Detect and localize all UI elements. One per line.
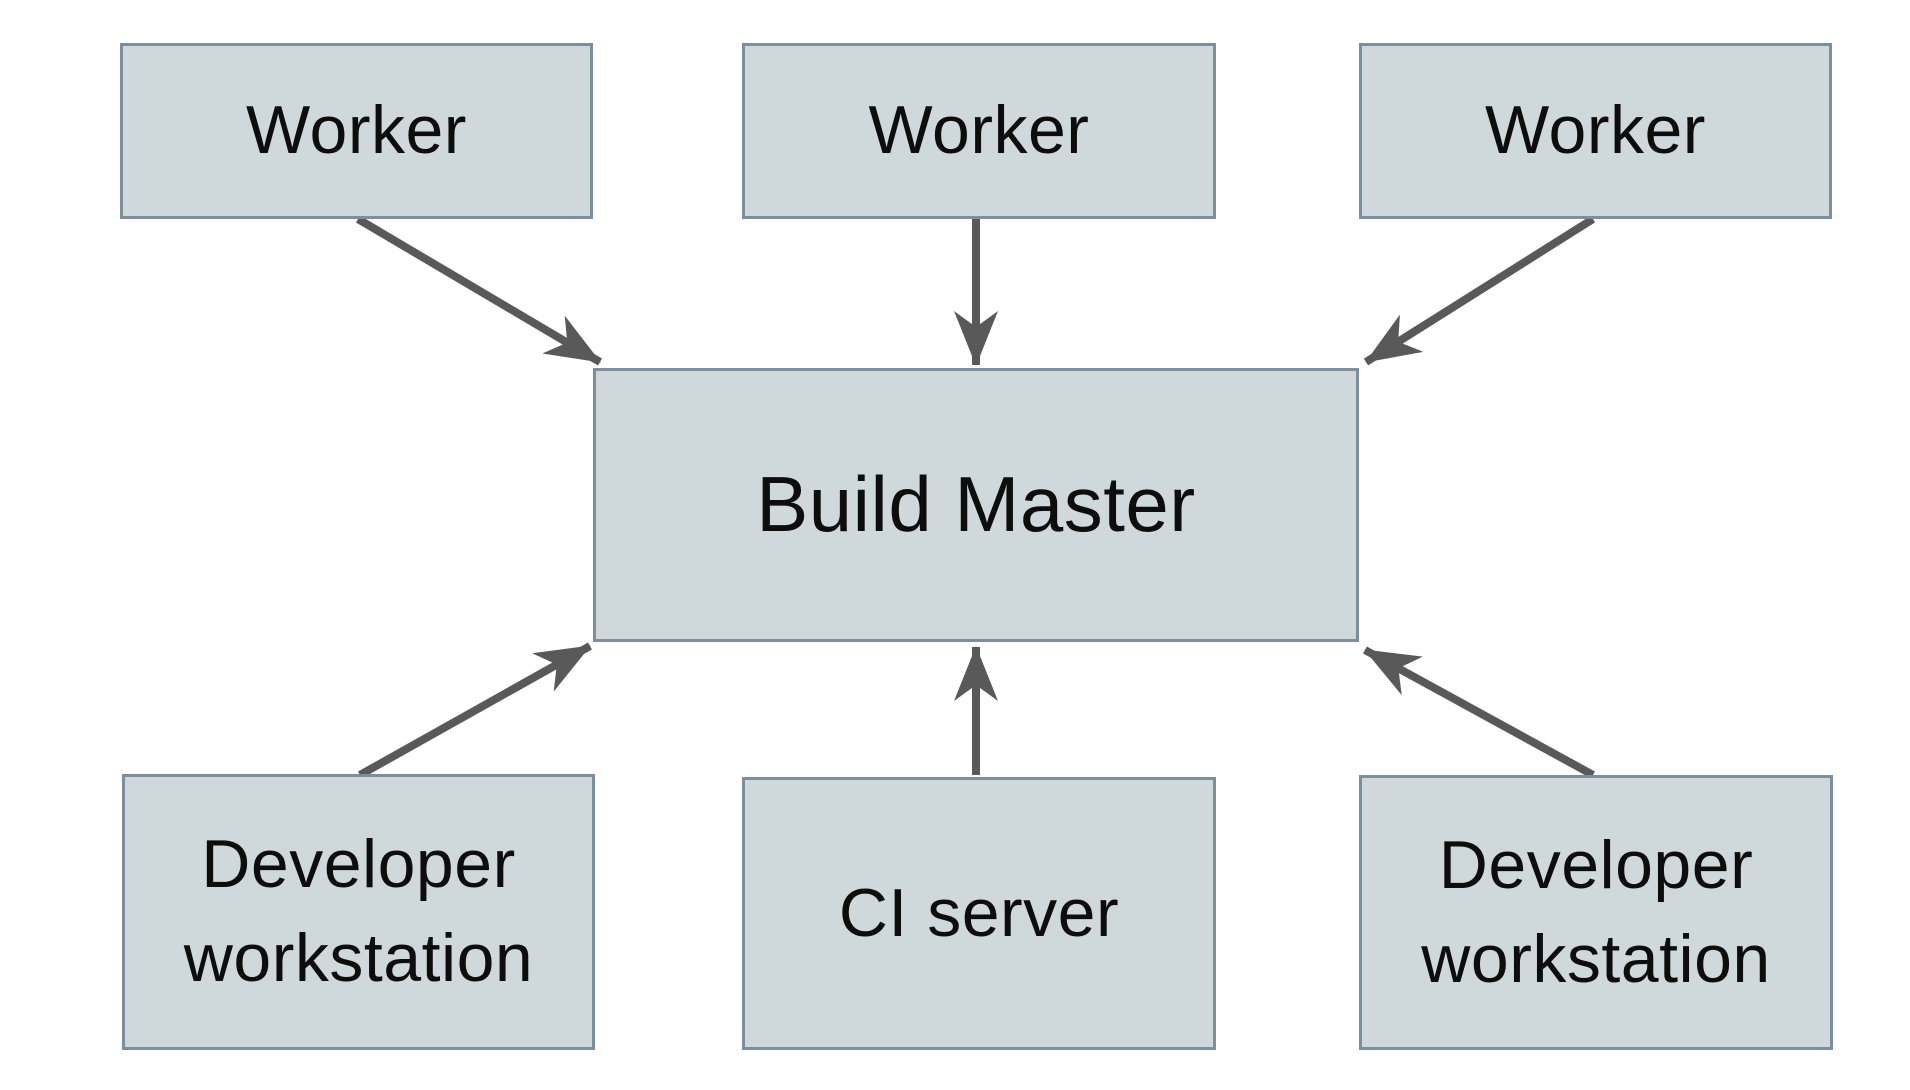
- edge-developer-workstation-left-to-build-master: [358, 642, 592, 779]
- node-build-master: Build Master: [593, 368, 1359, 642]
- node-label-line: workstation: [183, 920, 534, 996]
- node-ci-server: CI server: [742, 777, 1216, 1050]
- node-label-line: Build Master: [756, 460, 1196, 549]
- edge-worker-1-to-build-master: [355, 215, 603, 366]
- edge-worker-3-to-build-master: [1363, 215, 1596, 366]
- node-worker-3: Worker: [1359, 43, 1832, 219]
- node-worker-2: Worker: [742, 43, 1216, 219]
- node-developer-workstation-left: Developer workstation: [122, 774, 595, 1050]
- node-developer-workstation-right: Developer workstation: [1359, 775, 1833, 1050]
- node-label-line: CI server: [838, 874, 1120, 951]
- node-label-line: Developer: [201, 826, 516, 903]
- node-label-line: Worker: [868, 92, 1090, 169]
- edge-developer-workstation-right-to-build-master: [1363, 646, 1595, 779]
- node-worker-1: Worker: [120, 43, 593, 219]
- node-label-line: Worker: [246, 92, 467, 169]
- node-label-line: Developer: [1438, 826, 1754, 903]
- node-label-line: Worker: [1485, 92, 1706, 169]
- node-label-line: workstation: [1421, 920, 1771, 997]
